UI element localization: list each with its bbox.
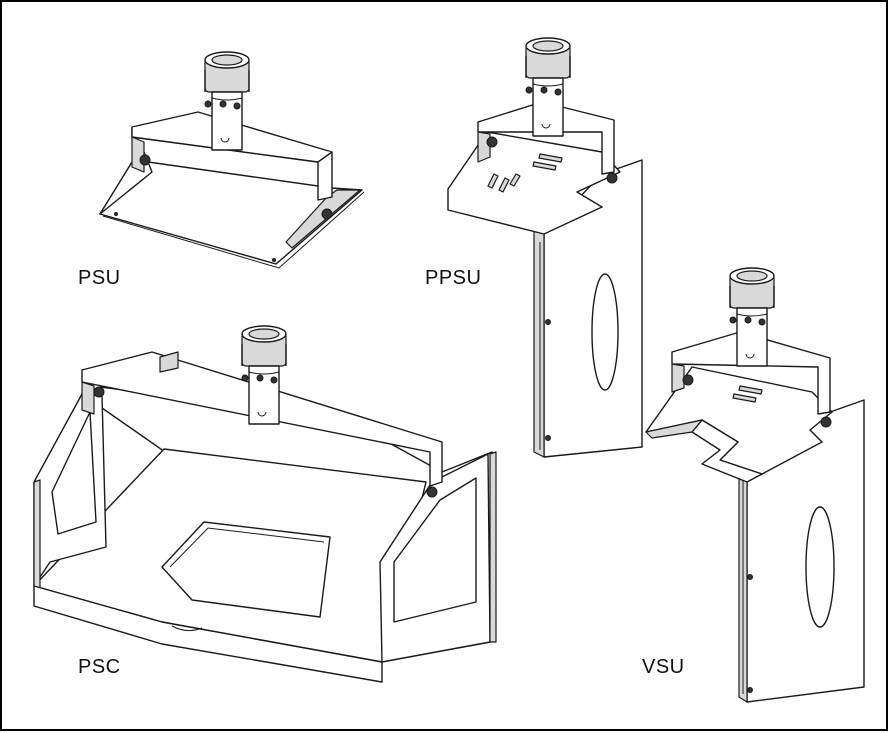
vsu-mount: [645, 267, 865, 703]
psu-label: PSU: [78, 267, 121, 289]
ppsu-label: PPSU: [425, 267, 482, 289]
psc-mount: [33, 325, 497, 683]
ppsu-mount: [447, 37, 643, 458]
vsu-label: VSU: [642, 656, 685, 678]
psu-mount: [99, 51, 365, 269]
psc-label: PSC: [78, 656, 121, 678]
